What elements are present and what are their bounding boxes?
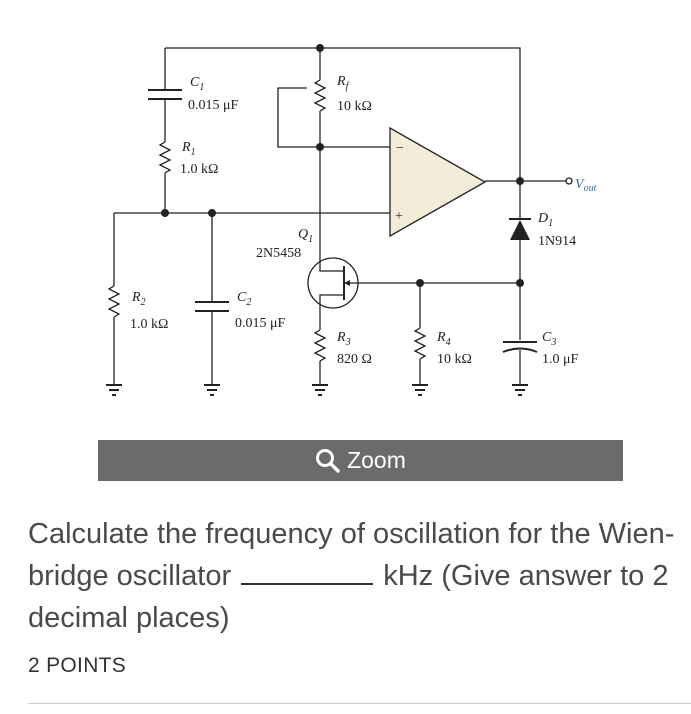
rf-resistor: [313, 79, 327, 112]
rf-value: 10 kΩ: [337, 99, 372, 114]
r3-resistor: [313, 329, 327, 362]
question-part2: kHz (Give answer to 2 decimal places): [28, 560, 669, 634]
question-text: Calculate the frequency of oscillation f…: [28, 513, 683, 639]
c3-value: 1.0 μF: [542, 352, 579, 367]
c1-capacitor: [148, 89, 182, 100]
r4-resistor: [413, 327, 427, 360]
question-part1: Calculate the frequency of oscillation f…: [28, 518, 675, 592]
ground-icon: [106, 384, 122, 396]
magnifier-icon: [316, 448, 340, 473]
vout-label: Vout: [575, 177, 597, 194]
d1-part: 1N914: [538, 234, 576, 249]
c1-value: 0.015 μF: [188, 98, 239, 113]
answer-blank[interactable]: [241, 559, 374, 585]
ground-icon: [512, 384, 528, 396]
r1-value: 1.0 kΩ: [180, 162, 218, 177]
zoom-button[interactable]: Zoom: [98, 440, 623, 481]
ground-icon: [412, 384, 428, 396]
c3-label: C3: [542, 330, 556, 348]
r2-value: 1.0 kΩ: [130, 317, 168, 332]
r4-value: 10 kΩ: [437, 352, 472, 367]
answer-input[interactable]: [28, 703, 691, 714]
opamp-triangle: [389, 126, 487, 238]
r2-resistor: [107, 285, 121, 318]
d1-label: D1: [537, 211, 553, 229]
top-wire: [165, 47, 521, 180]
c2-capacitor: [195, 301, 229, 312]
rf-label: Rf: [336, 74, 350, 92]
c2-value: 0.015 μF: [235, 316, 286, 331]
c1-label: C1: [190, 75, 204, 93]
rf-wiper: [277, 87, 390, 148]
zoom-label: Zoom: [347, 447, 406, 473]
q1-label: Q1: [298, 227, 313, 245]
c2-label: C2: [237, 290, 251, 308]
circuit-diagram: − + C1 0.015 μF R1 1.0 kΩ Rf 10 kΩ Q1 2N…: [106, 44, 597, 396]
opamp-plus: +: [395, 209, 403, 224]
opamp-minus: −: [396, 141, 404, 156]
q1-part: 2N5458: [256, 246, 301, 261]
ground-icon: [204, 384, 220, 396]
r2-label: R2: [131, 290, 146, 308]
r3-value: 820 Ω: [337, 352, 372, 367]
d1-diode: [510, 220, 530, 240]
r3-label: R3: [336, 330, 351, 348]
r1-label: R1: [181, 140, 196, 158]
r1-resistor: [158, 141, 172, 174]
r4-label: R4: [436, 330, 451, 348]
points-label: 2 POINTS: [28, 654, 127, 677]
ground-icon: [312, 384, 328, 396]
vout-terminal: [565, 177, 573, 185]
